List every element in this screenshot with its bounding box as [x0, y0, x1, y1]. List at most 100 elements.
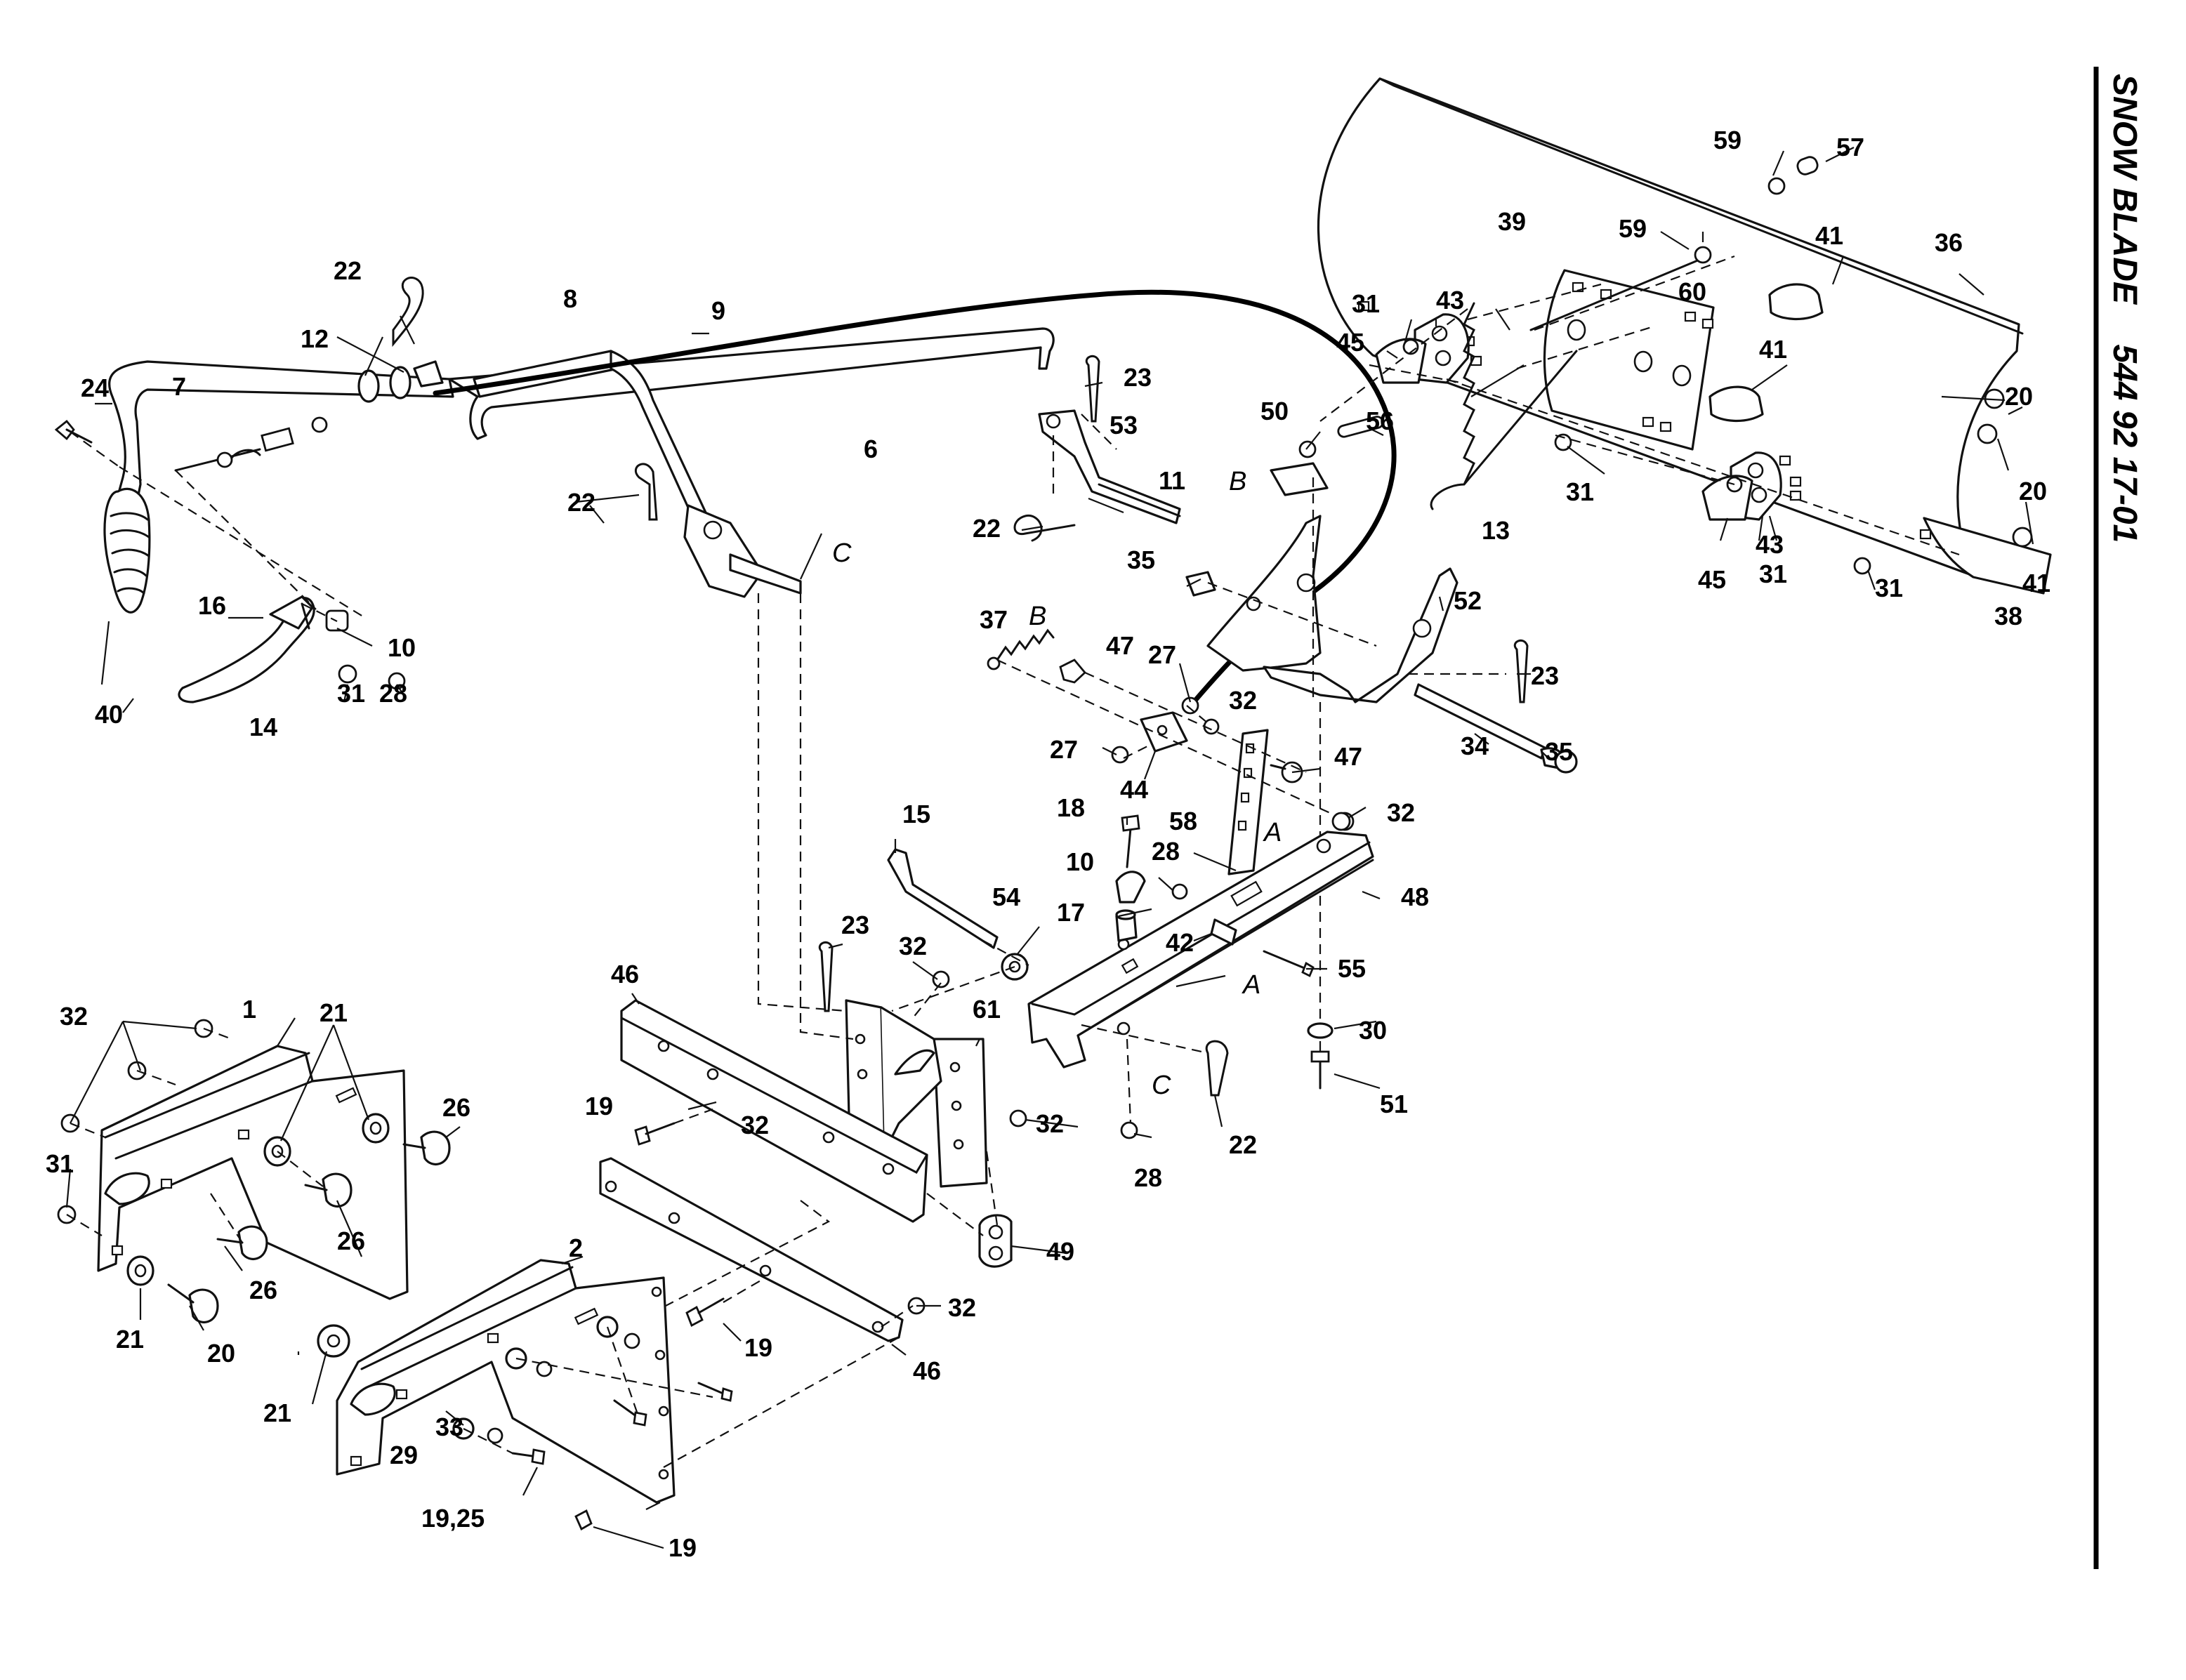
latch-link — [978, 1214, 1013, 1268]
carriage-bolt-41b — [1708, 385, 1764, 423]
callout-label: 23 — [1124, 363, 1152, 392]
callout-label: 26 — [249, 1276, 277, 1304]
callout-label: 41 — [2022, 569, 2050, 597]
callout-label: 22 — [334, 256, 362, 285]
release-lever — [178, 597, 315, 703]
ref-letter-c: C — [832, 538, 852, 568]
callout-label: 35 — [1127, 545, 1155, 574]
callout-label: 32 — [1229, 686, 1257, 715]
return-spring — [996, 628, 1055, 661]
callout-label: 12 — [301, 324, 329, 353]
callout-label: 31 — [1352, 289, 1380, 318]
callout-label: 52 — [1454, 586, 1482, 615]
callout-label: 21 — [263, 1398, 291, 1427]
callout-label: 49 — [1046, 1237, 1074, 1266]
mounting-bracket — [1206, 515, 1322, 672]
frame-dashed-leaders — [891, 940, 1209, 1124]
callout-label: 48 — [1401, 882, 1429, 911]
callout-label: 56 — [1366, 406, 1394, 435]
cam-latch — [1115, 871, 1146, 904]
callout-label: 11 — [1159, 466, 1185, 495]
lift-rod — [448, 327, 1055, 440]
callout-label: 33 — [435, 1413, 463, 1441]
callout-label: 31 — [1875, 574, 1903, 602]
callout-label: 14 — [249, 713, 277, 741]
callout-numbers: 1 2 6 7 8 9 10 10 11 12 13 14 15 16 17 1… — [46, 126, 2050, 1562]
callout-label: 53 — [1110, 411, 1138, 439]
blade-top-lip — [1378, 77, 2024, 335]
reference-letters: A A B B C C — [832, 467, 1282, 1100]
blade-back-frame — [1543, 269, 1715, 451]
cotter-pin-23-top — [1085, 355, 1100, 423]
callout-label: 18 — [1057, 793, 1085, 822]
callout-label: 38 — [1994, 602, 2022, 630]
callout-label: 47 — [1106, 631, 1134, 660]
spring-eyebolt — [1529, 258, 1701, 331]
callout-label: 28 — [1152, 837, 1180, 866]
callout-label: 57 — [1836, 133, 1864, 161]
left-bracket-dashed — [66, 1027, 324, 1243]
callout-label: 20 — [207, 1339, 235, 1368]
pivot-clevis — [683, 504, 763, 598]
callout-label: 22 — [1229, 1130, 1257, 1159]
callout-label: 19 — [585, 1092, 613, 1120]
pivot-plate — [1263, 567, 1459, 703]
cotter-pin-23-low — [818, 941, 834, 1012]
ref-letter-b: B — [1029, 602, 1046, 631]
callout-label: 28 — [1134, 1163, 1162, 1192]
cotter-pin-23-right — [1513, 639, 1529, 703]
callout-label: 10 — [388, 633, 416, 662]
callout-label: 13 — [1482, 516, 1510, 545]
callout-label: 22 — [567, 488, 595, 517]
callout-label: 9 — [711, 296, 725, 325]
callout-label: 26 — [337, 1226, 365, 1255]
callout-label: 20 — [2019, 477, 2047, 505]
blade-dashed-leaders — [1369, 255, 1960, 556]
callout-label: 1 — [242, 995, 256, 1024]
cable-bracket — [1270, 462, 1329, 496]
callout-label: 7 — [172, 372, 186, 401]
callout-label: 8 — [563, 284, 577, 313]
callout-label: 39 — [1498, 207, 1526, 236]
title-text: SNOW BLADE — [2106, 74, 2143, 305]
ref-letter-a: A — [1263, 818, 1282, 847]
callout-label: 45 — [1698, 565, 1726, 594]
callout-label: 59 — [1619, 214, 1647, 243]
callout-label: 46 — [913, 1356, 941, 1385]
callout-label: 54 — [992, 882, 1020, 911]
diagram-title: SNOW BLADE 544 92 17-01 — [2106, 74, 2143, 543]
callout-label: 27 — [1148, 640, 1176, 669]
callout-label: 47 — [1334, 742, 1362, 771]
callout-label: 36 — [1935, 228, 1963, 257]
callout-label: 59 — [1713, 126, 1741, 154]
upper-linkage — [818, 355, 1578, 1012]
callout-label: 28 — [379, 679, 407, 708]
callout-label: 34 — [1461, 732, 1489, 760]
lower-bracket-dashed — [463, 1326, 900, 1468]
carriage-bolt-41a — [1768, 283, 1824, 321]
callout-label: 27 — [1050, 735, 1078, 764]
callout-label: 22 — [973, 514, 1001, 543]
callout-label: 19,25 — [421, 1504, 485, 1533]
callout-label: 40 — [95, 700, 123, 729]
ref-letter-a: A — [1242, 970, 1260, 1000]
lower-mount-bracket — [317, 1259, 733, 1530]
callout-label: 31 — [337, 679, 365, 708]
hairpin-22-top — [392, 277, 424, 348]
callout-label: 17 — [1057, 898, 1085, 927]
callout-label: 43 — [1436, 286, 1464, 315]
callout-leaders — [65, 147, 2034, 1549]
callout-label: 20 — [2005, 382, 2033, 411]
callout-label: 50 — [1260, 397, 1289, 425]
callout-label: 32 — [741, 1111, 769, 1139]
cutting-edge — [1923, 517, 2052, 595]
push-bar-upper — [620, 999, 928, 1223]
callout-label: 60 — [1678, 277, 1706, 306]
callout-label: 37 — [980, 605, 1008, 634]
hitch-plate-right — [933, 1038, 988, 1188]
callout-label: 26 — [442, 1093, 470, 1122]
callout-label: 43 — [1756, 530, 1784, 559]
callout-label: 31 — [1759, 560, 1787, 588]
callout-label: 32 — [60, 1002, 88, 1031]
